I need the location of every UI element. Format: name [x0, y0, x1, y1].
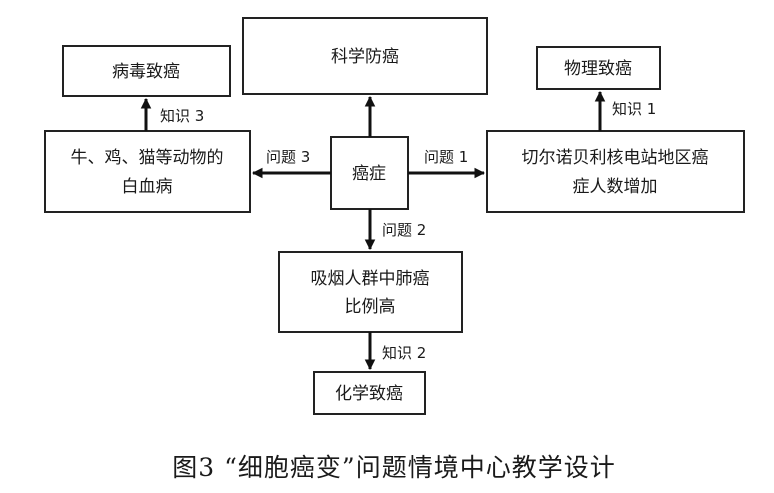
knowledge3-label: 知识 3	[160, 107, 204, 125]
virus-node-label: 病毒致癌	[112, 62, 180, 82]
physical-node-box	[536, 46, 661, 90]
left-node-box	[44, 130, 251, 213]
right-node-label-line2: 症人数增加	[573, 177, 658, 197]
center-node-label: 癌症	[352, 164, 386, 184]
left-node-label-line1: 牛、鸡、猫等动物的	[71, 148, 224, 168]
chemical-node-label: 化学致癌	[335, 384, 403, 404]
top-node-box	[242, 17, 488, 95]
bottom-node-box	[278, 251, 463, 333]
right-node-label-line1: 切尔诺贝利核电站地区癌	[522, 148, 709, 168]
figure-caption: 图3 “细胞癌变”问题情境中心教学设计	[172, 453, 615, 482]
right-node-box	[486, 130, 745, 213]
question2-label: 问题 2	[382, 221, 426, 239]
chemical-node-box	[313, 371, 426, 415]
physical-node-label: 物理致癌	[564, 59, 632, 79]
question1-label: 问题 1	[424, 148, 468, 166]
virus-node-box	[62, 45, 231, 97]
top-node-label: 科学防癌	[331, 47, 399, 67]
bottom-node-label-line2: 比例高	[345, 297, 396, 317]
left-node-label-line2: 白血病	[122, 177, 173, 197]
question3-label: 问题 3	[266, 148, 310, 166]
bottom-node-label-line1: 吸烟人群中肺癌	[311, 269, 430, 289]
knowledge1-label: 知识 1	[612, 100, 656, 118]
knowledge2-label: 知识 2	[382, 344, 426, 362]
